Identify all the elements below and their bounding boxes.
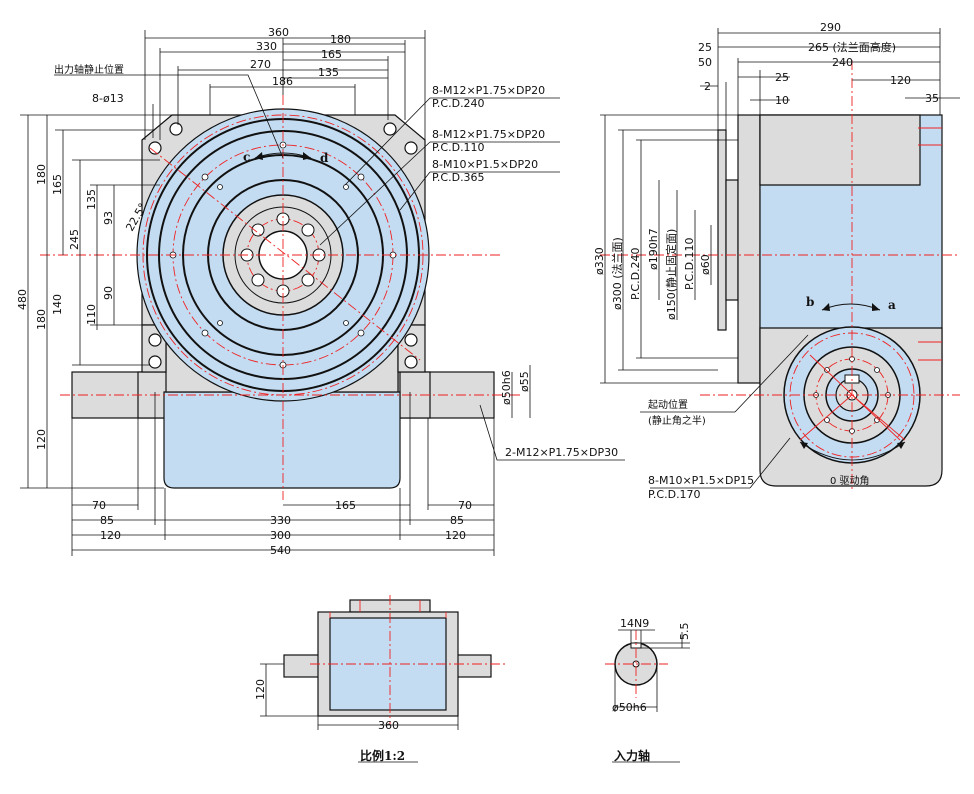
svg-text:ø60: ø60 xyxy=(699,254,712,275)
svg-text:25: 25 xyxy=(698,41,712,54)
svg-text:比例1:2: 比例1:2 xyxy=(360,748,405,763)
svg-text:P.C.D.110: P.C.D.110 xyxy=(432,141,485,154)
svg-text:360: 360 xyxy=(268,26,289,39)
svg-text:180: 180 xyxy=(35,309,48,330)
svg-text:2: 2 xyxy=(704,80,711,93)
flange-plate xyxy=(717,129,727,331)
svg-text:8-ø13: 8-ø13 xyxy=(92,92,124,105)
svg-text:P.C.D.110: P.C.D.110 xyxy=(683,237,696,290)
side-view-dimensions xyxy=(600,28,960,489)
svg-text:140: 140 xyxy=(51,294,64,315)
svg-text:d: d xyxy=(320,151,329,165)
input-shaft-view: 14N9 5.5 ø50h6 入力轴 xyxy=(605,617,691,763)
svg-text:(静止角之半): (静止角之半) xyxy=(648,414,706,427)
svg-text:93: 93 xyxy=(102,211,115,225)
svg-text:540: 540 xyxy=(270,544,291,557)
svg-text:出力轴静止位置: 出力轴静止位置 xyxy=(54,63,124,76)
svg-text:360: 360 xyxy=(378,719,399,732)
svg-text:入力轴: 入力轴 xyxy=(614,748,650,763)
front-view xyxy=(40,95,520,500)
svg-text:300: 300 xyxy=(270,529,291,542)
svg-text:P.C.D.240: P.C.D.240 xyxy=(432,97,485,110)
svg-text:245: 245 xyxy=(68,229,81,250)
svg-text:25: 25 xyxy=(775,71,789,84)
svg-text:110: 110 xyxy=(85,304,98,325)
lower-housing xyxy=(163,391,401,489)
svg-text:P.C.D.240: P.C.D.240 xyxy=(629,247,642,300)
svg-text:50: 50 xyxy=(698,56,712,69)
svg-text:P.C.D.365: P.C.D.365 xyxy=(432,171,485,184)
svg-text:起动位置: 起动位置 xyxy=(648,398,688,411)
svg-text:5.5: 5.5 xyxy=(678,623,691,641)
svg-text:120: 120 xyxy=(890,74,911,87)
svg-text:35: 35 xyxy=(925,92,939,105)
svg-text:8-M12×P1.75×DP20: 8-M12×P1.75×DP20 xyxy=(432,84,545,97)
svg-text:120: 120 xyxy=(100,529,121,542)
svg-text:8-M12×P1.75×DP20: 8-M12×P1.75×DP20 xyxy=(432,128,545,141)
svg-text:ø190h7: ø190h7 xyxy=(647,228,660,270)
svg-text:c: c xyxy=(243,150,250,164)
svg-text:135: 135 xyxy=(85,189,98,210)
svg-text:b: b xyxy=(806,295,814,309)
svg-text:180: 180 xyxy=(330,33,351,46)
svg-text:a: a xyxy=(888,298,896,312)
svg-text:290: 290 xyxy=(820,21,841,34)
svg-text:8-M10×P1.5×DP20: 8-M10×P1.5×DP20 xyxy=(432,158,538,171)
svg-text:186: 186 xyxy=(272,75,293,88)
side-view xyxy=(600,60,960,490)
svg-text:180: 180 xyxy=(35,164,48,185)
svg-text:ø150(静止固定面): ø150(静止固定面) xyxy=(664,229,678,320)
svg-text:135: 135 xyxy=(318,66,339,79)
svg-text:8-M10×P1.5×DP15: 8-M10×P1.5×DP15 xyxy=(648,474,754,487)
front-view-dimensions xyxy=(20,30,625,556)
svg-text:ø55: ø55 xyxy=(518,371,531,392)
svg-text:165: 165 xyxy=(321,48,342,61)
flange xyxy=(737,114,761,384)
svg-text:165: 165 xyxy=(51,174,64,195)
svg-text:70: 70 xyxy=(458,499,472,512)
svg-text:70: 70 xyxy=(92,499,106,512)
svg-text:120: 120 xyxy=(35,429,48,450)
svg-text:120: 120 xyxy=(445,529,466,542)
svg-text:14N9: 14N9 xyxy=(620,617,649,630)
svg-text:P.C.D.170: P.C.D.170 xyxy=(648,488,701,501)
svg-text:90: 90 xyxy=(102,286,115,300)
svg-text:ø330: ø330 xyxy=(593,247,606,275)
svg-text:ø300 (法兰面): ø300 (法兰面) xyxy=(610,237,624,310)
svg-text:120: 120 xyxy=(254,679,267,700)
svg-text:85: 85 xyxy=(450,514,464,527)
svg-text:ø50h6: ø50h6 xyxy=(500,370,513,405)
svg-text:165: 165 xyxy=(335,499,356,512)
side-view-text: 290 25 265 (法兰面高度) 50 240 25 2 10 120 35… xyxy=(593,21,939,501)
svg-text:240: 240 xyxy=(832,56,853,69)
svg-text:330: 330 xyxy=(270,514,291,527)
svg-text:2-M12×P1.75×DP30: 2-M12×P1.75×DP30 xyxy=(505,446,618,459)
svg-text:265 (法兰面高度): 265 (法兰面高度) xyxy=(808,40,896,54)
top-view: 120 360 比例1:2 xyxy=(254,595,505,763)
svg-text:480: 480 xyxy=(16,289,29,310)
svg-text:0 驱动角: 0 驱动角 xyxy=(830,475,870,487)
svg-text:330: 330 xyxy=(256,40,277,53)
front-view-text: 360 330 270 186 180 165 135 出力轴静止位置 8-ø1… xyxy=(16,26,618,557)
svg-text:10: 10 xyxy=(775,94,789,107)
svg-text:270: 270 xyxy=(250,58,271,71)
svg-text:ø50h6: ø50h6 xyxy=(612,701,647,714)
svg-text:85: 85 xyxy=(100,514,114,527)
